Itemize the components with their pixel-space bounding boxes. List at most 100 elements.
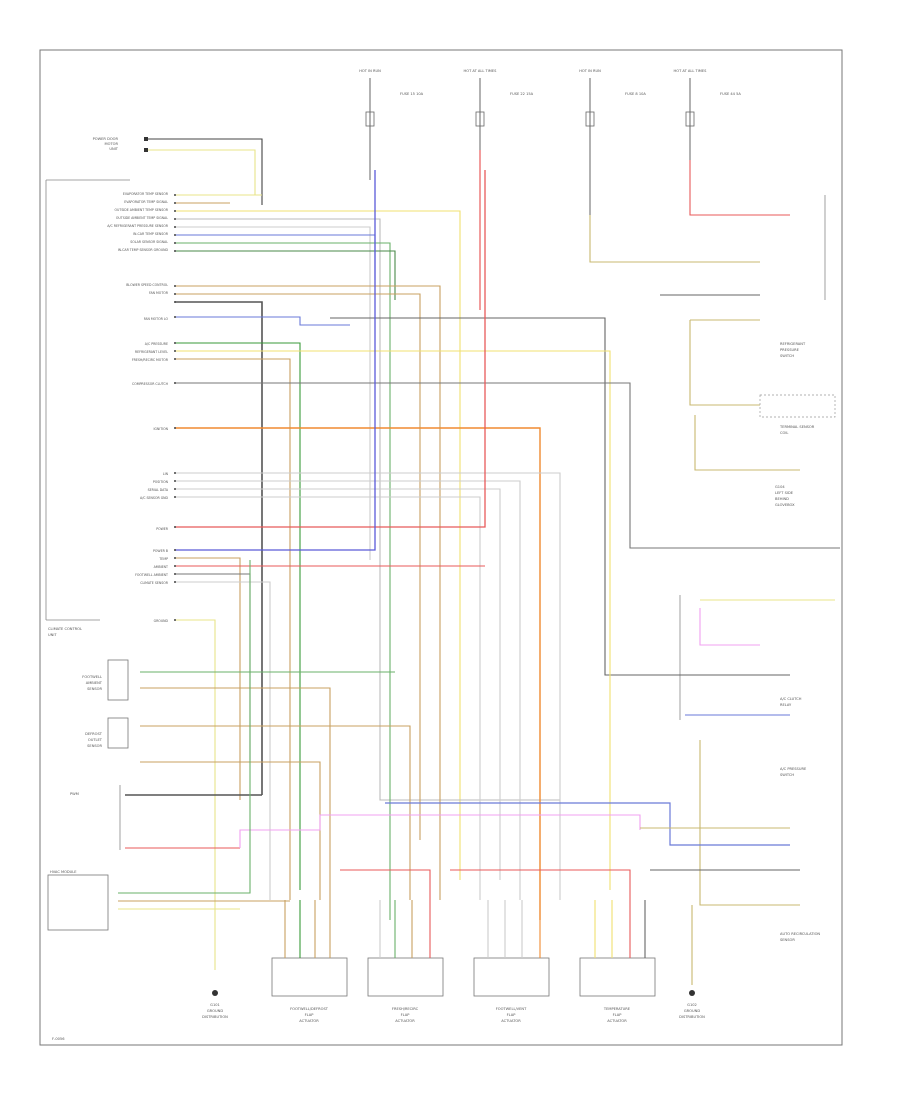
power-door-label-3: UNIT	[109, 147, 118, 151]
actuator-2-label-2: FLAP	[401, 1013, 411, 1017]
wire-pink	[699, 608, 760, 646]
pin-label-ambient: AMBIENT	[154, 565, 168, 569]
wire-pink	[239, 814, 641, 848]
wire-brown	[140, 725, 411, 900]
actuator-box	[271, 957, 348, 997]
actuator-4-label-2: FLAP	[613, 1013, 623, 1017]
wire-brown	[140, 761, 321, 900]
pin-label-in-car-temp-sensor: IN-CAR TEMP SENSOR	[133, 232, 169, 236]
wire-dark-green	[175, 250, 396, 300]
wire-tan	[589, 215, 760, 263]
pin-label-in-car-temp-ground: IN-CAR TEMP SENSOR GROUND	[118, 248, 169, 252]
connector-pin	[144, 137, 148, 141]
right-label-3c: BEHIND	[775, 497, 789, 501]
fuse-1-value: FUSE 15 10A	[400, 92, 424, 96]
pin-label-climate-sensor: CLIMATE SENSOR	[140, 581, 169, 585]
right-label-3b: LEFT SIDE	[775, 491, 794, 495]
wire-tan	[689, 320, 760, 406]
pin-label-refrigerant-level: REFRIGERANT LEVEL	[135, 350, 168, 354]
actuator-2-label-1: FRESH/RECIRC	[392, 1007, 419, 1011]
wire-brown	[175, 285, 441, 900]
footwell-sensor-label-2: AMBIENT	[86, 681, 103, 685]
wire-brown	[175, 358, 291, 900]
actuator-4-label-1: TEMPERATURE	[603, 1007, 631, 1011]
pin-label-fan-motor: FAN MOTOR	[149, 291, 169, 295]
defrost-sensor-label-2: OUTLET	[88, 738, 103, 742]
right-label-5a: A/C PRESSURE	[780, 767, 807, 771]
actuator-1-label-2: FLAP	[305, 1013, 315, 1017]
pin-label-power: POWER	[156, 527, 169, 531]
defrost-sensor-box	[107, 717, 129, 749]
hvac-module-box	[47, 874, 109, 931]
wire-gray	[175, 496, 481, 900]
actuator-1: FOOTWELL/DEFROST FLAP ACTUATOR	[271, 957, 348, 1023]
wire-gray	[175, 480, 521, 900]
wire-gray	[175, 226, 371, 560]
right-label-6b: SENSOR	[780, 938, 795, 942]
fuse-1-label: HOT IN RUN	[359, 69, 381, 73]
pin-label-solar-sensor: SOLAR SENSOR SIGNAL	[130, 240, 168, 244]
pin-label-lin: LIN	[163, 472, 169, 476]
fuse-1: HOT IN RUN FUSE 15 10A	[359, 69, 424, 180]
pin-label-ignition: IGNITION	[153, 427, 168, 431]
wire-black	[175, 573, 251, 760]
actuator-3-label-1: FOOTWELL/VENT	[496, 1007, 527, 1011]
wire-gray	[175, 581, 271, 900]
defrost-sensor-label-3: SENSOR	[87, 744, 102, 748]
pin-label-evaporator-temp-sensor: EVAPORATOR TEMP SENSOR	[123, 192, 169, 196]
wire-black	[148, 138, 263, 205]
power-door-label-2: MOTOR	[105, 142, 119, 146]
actuator-4-label-3: ACTUATOR	[607, 1019, 627, 1023]
footwell-sensor-box	[107, 659, 129, 701]
fuse-3-label: HOT IN RUN	[579, 69, 601, 73]
hvac-module-label: HVAC MODULE	[50, 870, 77, 874]
wire-brown	[175, 557, 241, 800]
fuse-symbol-icon	[685, 111, 695, 127]
right-ground-label-2: GROUND	[684, 1009, 700, 1013]
fuse-2-value: FUSE 22 15A	[510, 92, 534, 96]
wire-yellow	[148, 149, 256, 196]
wire-red	[689, 160, 790, 216]
wire-blue	[175, 316, 350, 326]
wire-brown	[140, 687, 331, 900]
pin-label-fan-motor-lo: FAN MOTOR LO	[144, 317, 169, 321]
right-label-6a: AUTO RECIRCULATION	[780, 932, 820, 936]
actuator-3: FOOTWELL/VENT FLAP ACTUATOR	[473, 957, 550, 1023]
pin-label-serial-data: SERIAL DATA	[148, 488, 169, 492]
pin-label-evaporator-temp-signal: EVAPORATOR TEMP SIGNAL	[124, 200, 168, 204]
right-label-2a: TERMINAL SENSOR	[779, 425, 815, 429]
wire-brown	[175, 293, 421, 840]
actuator-2-label-3: ACTUATOR	[395, 1019, 415, 1023]
left-ground-label-1: G101	[210, 1003, 220, 1007]
footwell-sensor-label-1: FOOTWELL	[82, 675, 102, 679]
wire-black	[175, 382, 840, 549]
power-door-label-1: POWER DOOR	[93, 137, 119, 141]
control-unit-label-1: CLIMATE CONTROL	[48, 627, 82, 631]
fuse-4: HOT AT ALL TIMES FUSE 44 5A	[674, 69, 790, 216]
fuse-3-value: FUSE 8 10A	[625, 92, 646, 96]
actuator-3-label-2: FLAP	[507, 1013, 517, 1017]
actuator-wires	[284, 869, 646, 958]
left-ground-label-3: DISTRIBUTION	[202, 1015, 228, 1019]
wire-blue	[175, 234, 376, 280]
right-label-5b: SWITCH	[780, 773, 794, 777]
footer-code: F-0056	[52, 1037, 65, 1041]
right-label-4a: A/C CLUTCH	[780, 697, 802, 701]
pin-dots	[174, 194, 176, 621]
wire-gray	[175, 218, 560, 801]
pin-label-ac-pressure: A/C PRESSURE	[145, 342, 168, 346]
right-label-1c: SWITCH	[780, 354, 794, 358]
wire-blue	[385, 802, 790, 846]
pin-label-position: POSITION	[153, 480, 169, 484]
actuator-4: TEMPERATURE FLAP ACTUATOR	[579, 957, 656, 1023]
pin-label-footwell-ambient: FOOTWELL AMBIENT	[135, 573, 168, 577]
actuator-1-label-1: FOOTWELL/DEFROST	[290, 1007, 329, 1011]
pin-label-compressor-clutch: COMPRESSOR CLUTCH	[132, 382, 169, 386]
pwm-label: PWM	[70, 792, 79, 796]
fuse-4-label: HOT AT ALL TIMES	[674, 69, 708, 73]
right-label-3d: GLOVEBOX	[775, 503, 795, 507]
fuse-symbol-icon	[365, 111, 375, 127]
fuse-symbol-icon	[475, 111, 485, 127]
pin-label-ac-sensor-gnd: A/C SENSOR GND	[140, 496, 169, 500]
pin-label-ground: GROUND	[154, 619, 169, 623]
